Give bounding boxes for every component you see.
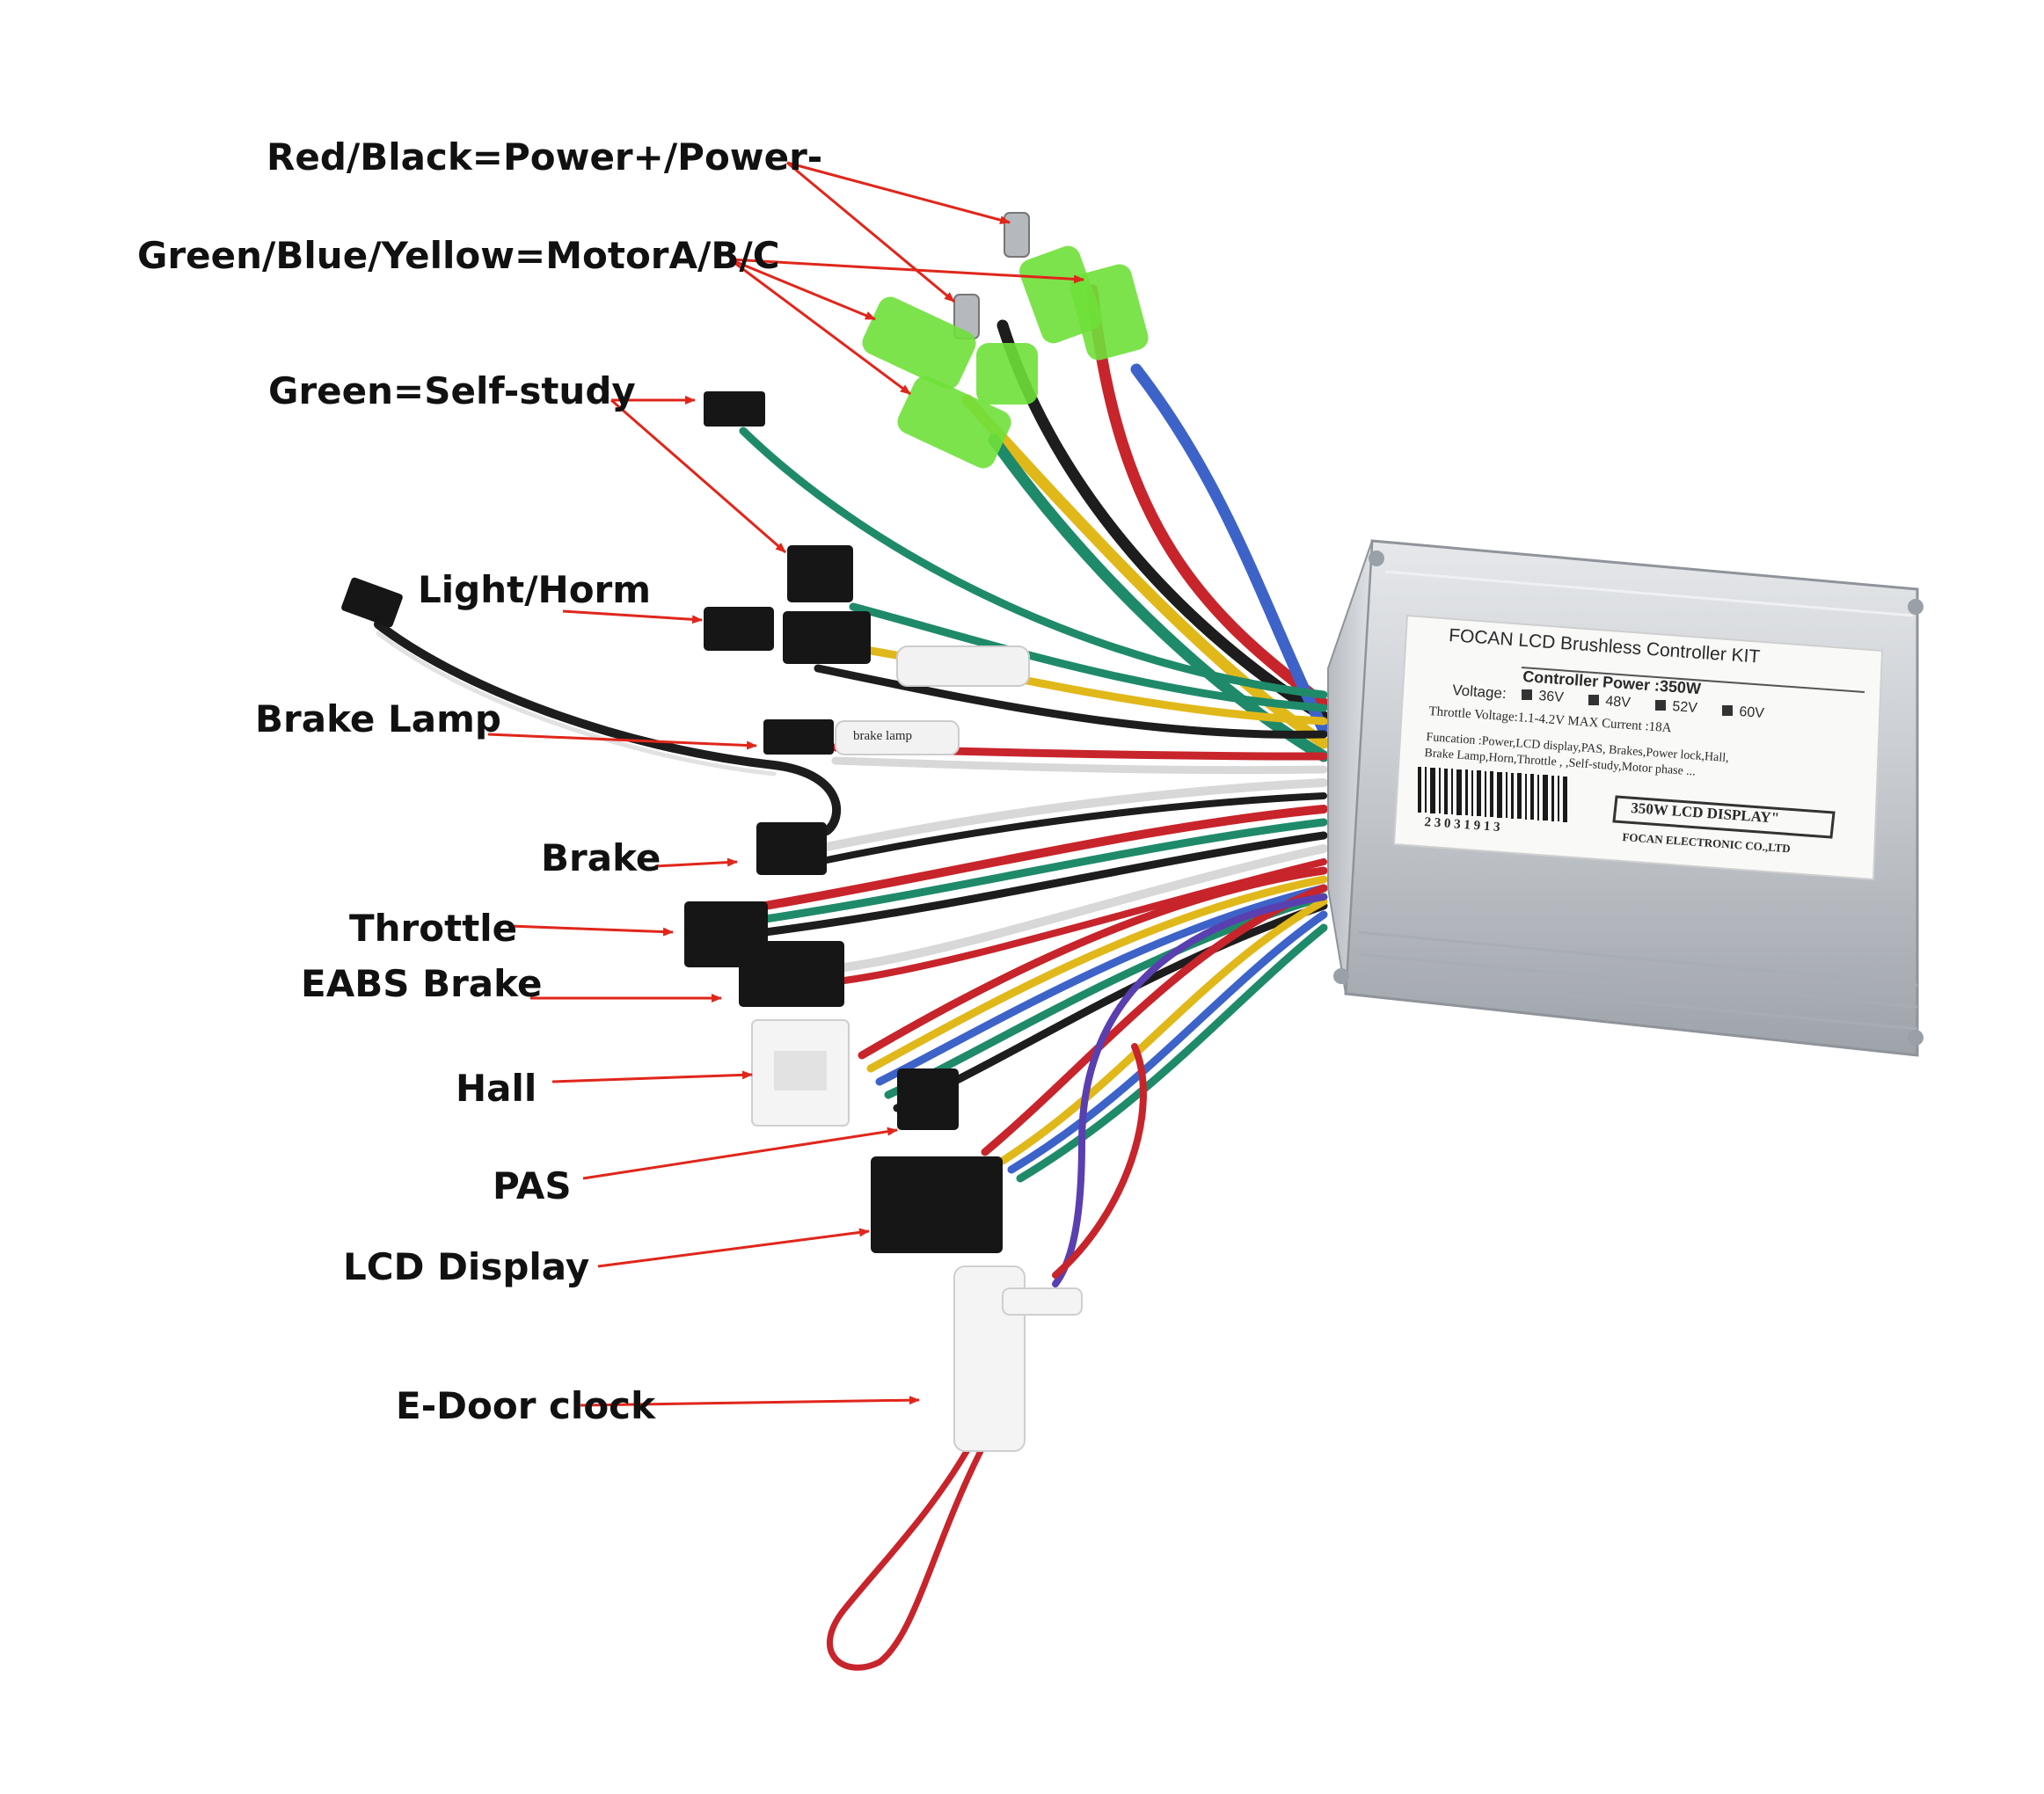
arrow-motor-3 xyxy=(729,258,911,396)
callout-arrows xyxy=(487,161,1084,1407)
brake-lamp-connector xyxy=(763,719,834,755)
label-e-door-lock: E-Door clock xyxy=(396,1384,656,1427)
brake-connector xyxy=(756,822,827,875)
label-hall: Hall xyxy=(456,1067,537,1110)
connectors xyxy=(341,212,1149,1452)
label-self-study: Green=Self-study xyxy=(268,369,636,412)
arrow-e-door xyxy=(580,1396,920,1407)
brake-wire xyxy=(814,778,1328,853)
arrow-self-study-2 xyxy=(610,398,786,554)
label-brake: Brake xyxy=(541,836,661,879)
arrow-brake xyxy=(654,857,738,868)
throttle-wire-red xyxy=(761,805,1328,910)
self-study-connector-2 xyxy=(787,545,853,602)
green-motor-wire xyxy=(988,434,1330,762)
light-horn-wire-c xyxy=(814,664,1328,739)
e-door-wire-red xyxy=(1052,1043,1147,1279)
light-horn-connector-1 xyxy=(704,607,774,651)
e-door-wire-purple xyxy=(1052,893,1327,1287)
brake-lamp-wire-white xyxy=(831,756,1328,775)
arrow-motor-2 xyxy=(729,258,876,321)
eabs-connector xyxy=(739,941,844,1007)
arrow-motor-1 xyxy=(729,258,1084,284)
bullet-terminal-red xyxy=(1004,212,1030,258)
green-sleeve-4 xyxy=(862,296,976,390)
sticker-voltage-48: 48V xyxy=(1604,694,1632,711)
green-sleeve-2 xyxy=(1069,264,1149,361)
arrow-brake-lamp xyxy=(487,733,757,750)
arrow-power-red xyxy=(786,161,1011,224)
sticker-voltage-60: 60V xyxy=(1738,704,1765,721)
controller-box xyxy=(1327,539,1924,1057)
white-sleeve xyxy=(896,645,1030,687)
self-study-connector xyxy=(704,391,765,427)
loose-cable xyxy=(374,620,842,835)
arrow-power-black xyxy=(786,161,955,303)
controller-label-sticker xyxy=(1392,614,1884,881)
hall-wire-red xyxy=(858,866,1328,1060)
arrow-pas xyxy=(582,1127,898,1180)
arrow-lcd xyxy=(597,1228,870,1268)
arrow-light-horn xyxy=(562,609,703,624)
loose-cable-connector xyxy=(341,577,403,628)
red-power-wire xyxy=(1086,284,1330,710)
brake-lamp-sleeve xyxy=(835,720,960,755)
label-pas: PAS xyxy=(493,1164,572,1207)
label-throttle: Throttle xyxy=(349,907,518,950)
sticker-voltage-52: 52V xyxy=(1671,699,1698,716)
blue-motor-wire xyxy=(1130,363,1330,736)
yellow-motor-wire xyxy=(961,394,1330,749)
lcd-connector xyxy=(871,1156,1003,1253)
light-horn-connector-2 xyxy=(783,611,871,664)
green-sleeve-5 xyxy=(897,376,1011,469)
light-horn-wire-a xyxy=(849,602,1328,712)
green-sleeve-3 xyxy=(976,343,1038,405)
brake-lamp-sleeve-text: brake lamp xyxy=(853,729,913,743)
wire-bundle xyxy=(374,284,1330,1671)
label-power: Red/Black=Power+/Power- xyxy=(266,135,823,179)
sticker-voltage-label: Voltage: xyxy=(1451,682,1507,703)
e-door-loop xyxy=(826,1439,984,1671)
eabs-wire xyxy=(840,844,1328,972)
label-light-horn: Light/Horm xyxy=(418,568,652,611)
sticker-voltage-36: 36V xyxy=(1537,689,1565,705)
label-brake-lamp: Brake Lamp xyxy=(255,697,501,740)
barcode xyxy=(1418,767,1567,822)
arrow-hall xyxy=(551,1070,753,1083)
lcd-wire-red xyxy=(981,884,1328,1156)
label-motor: Green/Blue/Yellow=MotorA/B/C xyxy=(137,234,780,277)
label-eabs-brake: EABS Brake xyxy=(301,962,543,1005)
self-study-wire xyxy=(739,427,1328,699)
label-lcd-display: LCD Display xyxy=(343,1245,590,1288)
arrow-throttle xyxy=(509,924,674,937)
pas-connector xyxy=(897,1068,959,1130)
